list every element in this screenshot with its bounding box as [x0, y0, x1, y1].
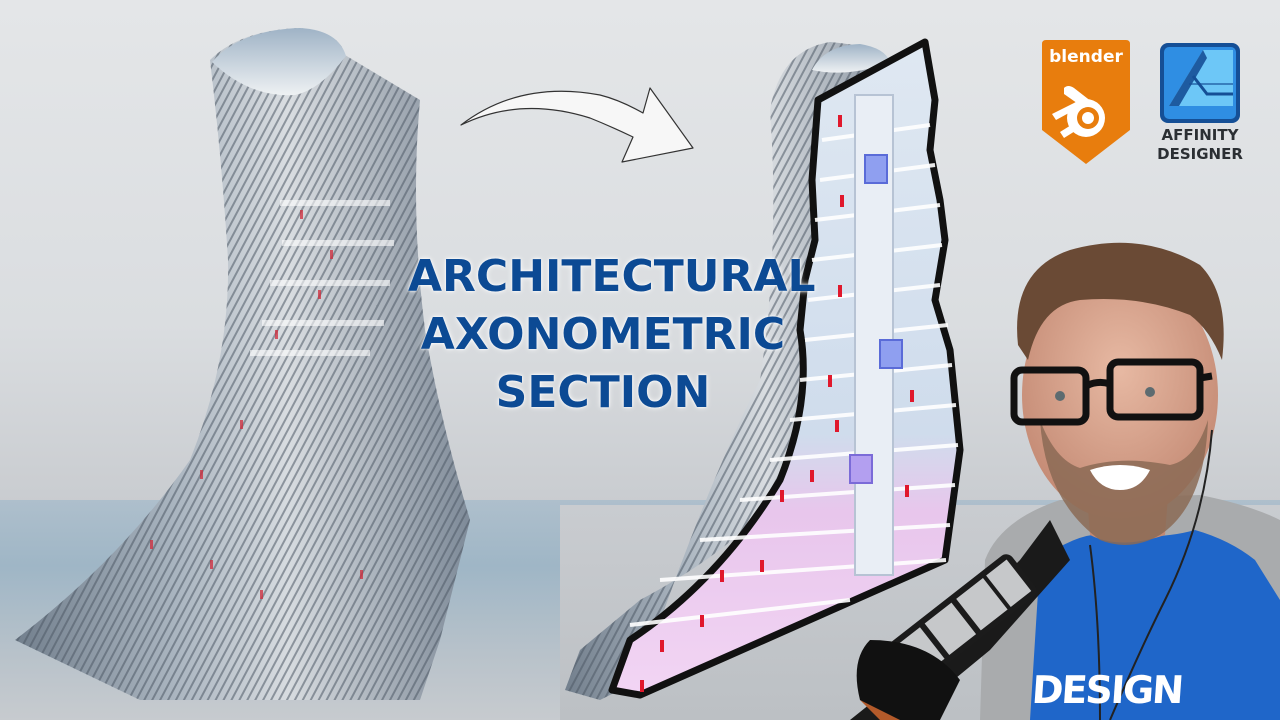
microphone-icon	[850, 520, 1070, 720]
blender-label: blender	[1049, 47, 1123, 67]
affinity-designer-label: AFFINITY DESIGNER	[1148, 126, 1252, 164]
headline-line-3: SECTION	[495, 367, 711, 418]
blender-logo-icon	[1042, 40, 1130, 164]
shirt-print-text: DESIGN	[1030, 668, 1184, 712]
affinity-label-line-1: AFFINITY	[1161, 126, 1239, 144]
affinity-label-line-2: DESIGNER	[1157, 145, 1243, 163]
headline-line-1: ARCHITECTURAL	[408, 251, 816, 302]
headline: ARCHITECTURAL AXONOMETRIC SECTION	[408, 248, 816, 422]
headline-line-2: AXONOMETRIC	[420, 309, 786, 360]
curved-arrow-icon	[460, 87, 694, 163]
affinity-designer-logo-icon	[1160, 43, 1240, 123]
